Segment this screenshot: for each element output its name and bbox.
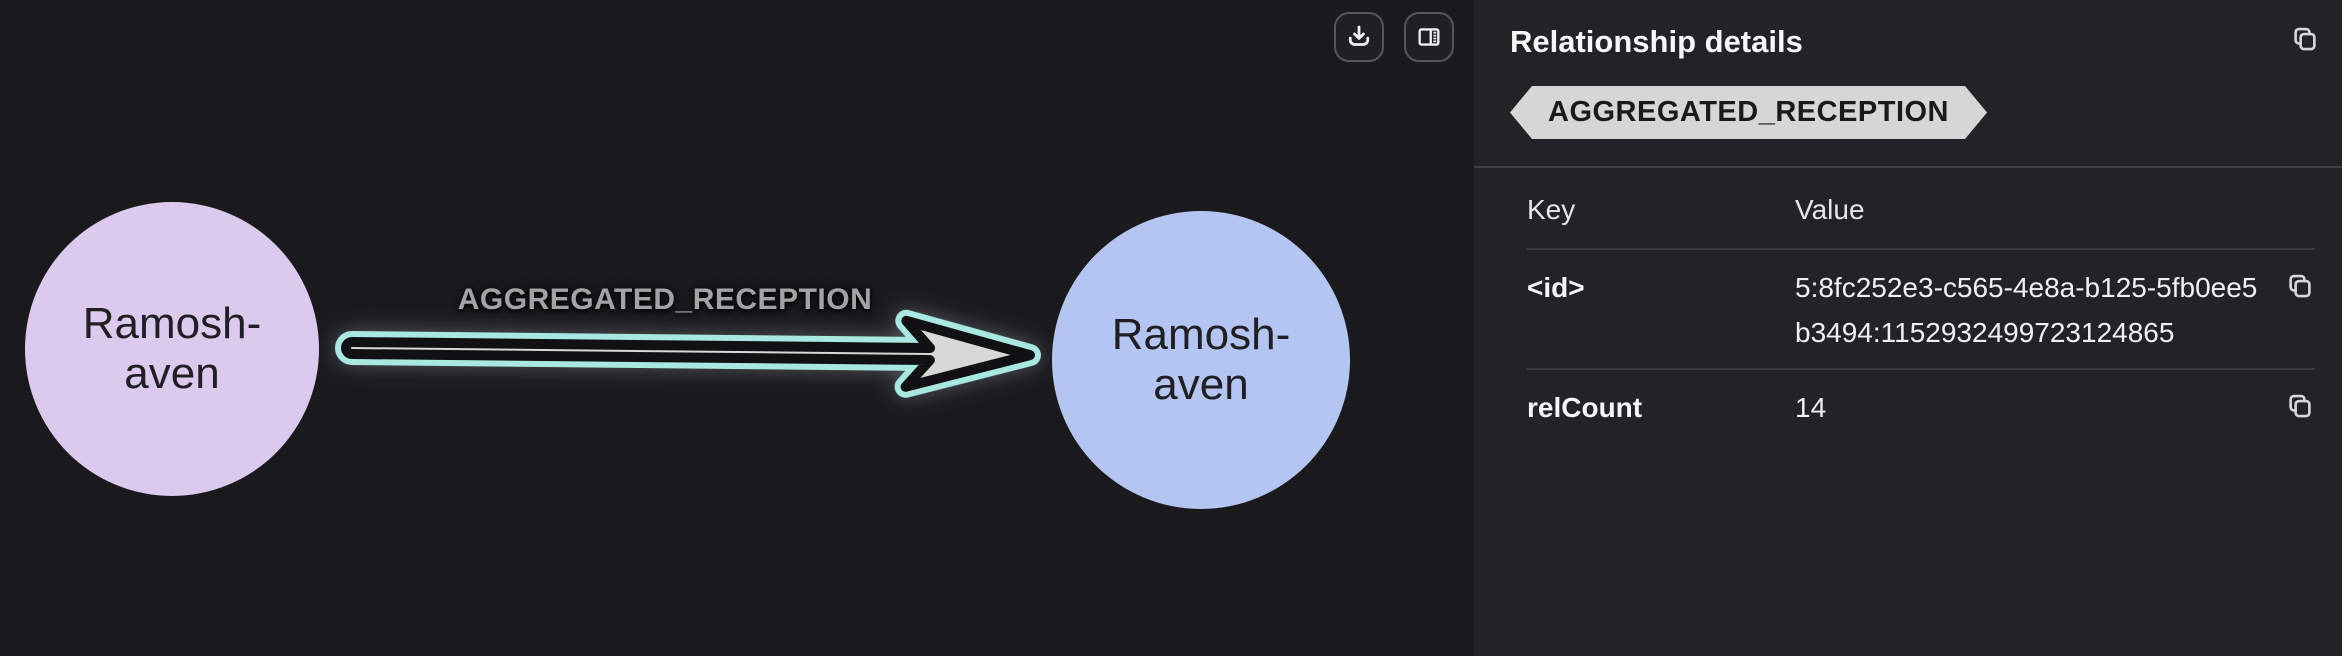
canvas-toolbar xyxy=(1334,12,1454,62)
properties-table: Key Value <id> 5:8fc252e3-c565-4e8a-b125… xyxy=(1527,168,2315,443)
copy-icon xyxy=(2290,24,2320,54)
copy-icon xyxy=(2285,391,2315,421)
property-key: relCount xyxy=(1527,392,1643,423)
node-caption-line: Ramosh- xyxy=(82,299,262,348)
relationship-details-panel: Relationship details AGGREGATED_RECEPTIO… xyxy=(1474,0,2342,656)
download-icon xyxy=(1345,23,1373,51)
sidebar-layout-icon xyxy=(1415,23,1443,51)
row-divider xyxy=(1527,248,2315,250)
relationship-type-badge[interactable]: AGGREGATED_RECEPTION xyxy=(1510,86,1987,139)
table-row: <id> 5:8fc252e3-c565-4e8a-b125-5fb0ee5b3… xyxy=(1527,250,2315,368)
relationship-type-row: AGGREGATED_RECEPTION xyxy=(1474,86,2342,139)
node-caption: Ramosh- aven xyxy=(1112,310,1291,410)
copy-icon xyxy=(2285,271,2315,301)
graph-canvas[interactable]: AGGREGATED_RECEPTION Ramosh- aven Ramosh… xyxy=(0,0,1474,656)
relationship-arrow[interactable] xyxy=(0,0,1474,656)
property-value: 14 xyxy=(1795,392,1827,423)
relationship-type-label[interactable]: AGGREGATED_RECEPTION xyxy=(457,283,873,316)
value-column-header: Value xyxy=(1795,194,1865,225)
row-divider xyxy=(1527,368,2315,370)
node-caption-line: aven xyxy=(124,349,220,398)
panel-title: Relationship details xyxy=(1510,24,1803,59)
copy-value-button[interactable] xyxy=(2285,391,2315,421)
node-caption-line: aven xyxy=(1153,360,1249,409)
copy-value-button[interactable] xyxy=(2285,271,2315,301)
details-panel-toggle-button[interactable] xyxy=(1404,12,1454,62)
download-button[interactable] xyxy=(1334,12,1384,62)
panel-header: Relationship details xyxy=(1474,0,2342,60)
key-column-header: Key xyxy=(1527,194,1576,225)
node-caption-line: Ramosh- xyxy=(1111,310,1291,359)
panel-divider xyxy=(1474,166,2342,168)
node-caption: Ramosh- aven xyxy=(83,299,262,399)
copy-all-button[interactable] xyxy=(2290,24,2320,54)
graph-node-target[interactable]: Ramosh- aven xyxy=(1052,211,1350,509)
table-row: relCount 14 xyxy=(1527,370,2315,443)
graph-node-source[interactable]: Ramosh- aven xyxy=(25,202,319,496)
property-key: <id> xyxy=(1527,272,1585,303)
property-value: 5:8fc252e3-c565-4e8a-b125-5fb0ee5b3494:1… xyxy=(1795,272,2258,348)
table-header-row: Key Value xyxy=(1527,168,2315,248)
